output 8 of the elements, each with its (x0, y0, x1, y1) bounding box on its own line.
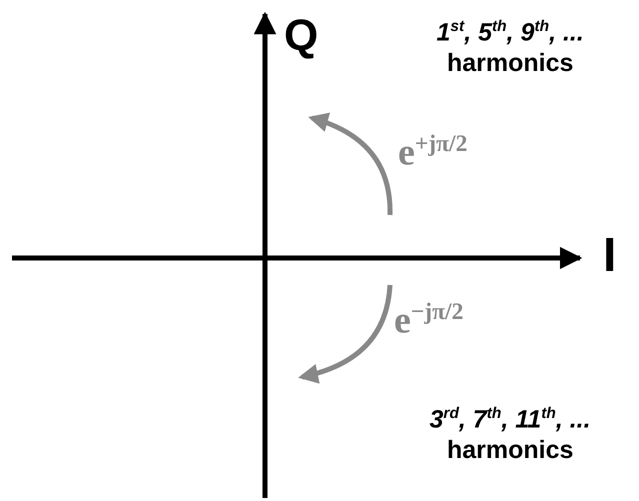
harmonics-note: harmonics (447, 50, 574, 78)
axis-label: Q (284, 12, 318, 60)
harmonics-note: 1$^{st}$, 5$^{th}$, 9$^{th}$, ... (436, 18, 584, 47)
harmonics-note: harmonics (447, 437, 574, 464)
phase-label: e$^{−jπ/2}$ (394, 300, 464, 342)
phase-label: e$^{+jπ/2}$ (398, 132, 468, 174)
harmonics-note: 3$^{rd}$, 7$^{th}$, 11$^{th}$, ... (430, 405, 591, 434)
axis-label: I (603, 230, 616, 283)
